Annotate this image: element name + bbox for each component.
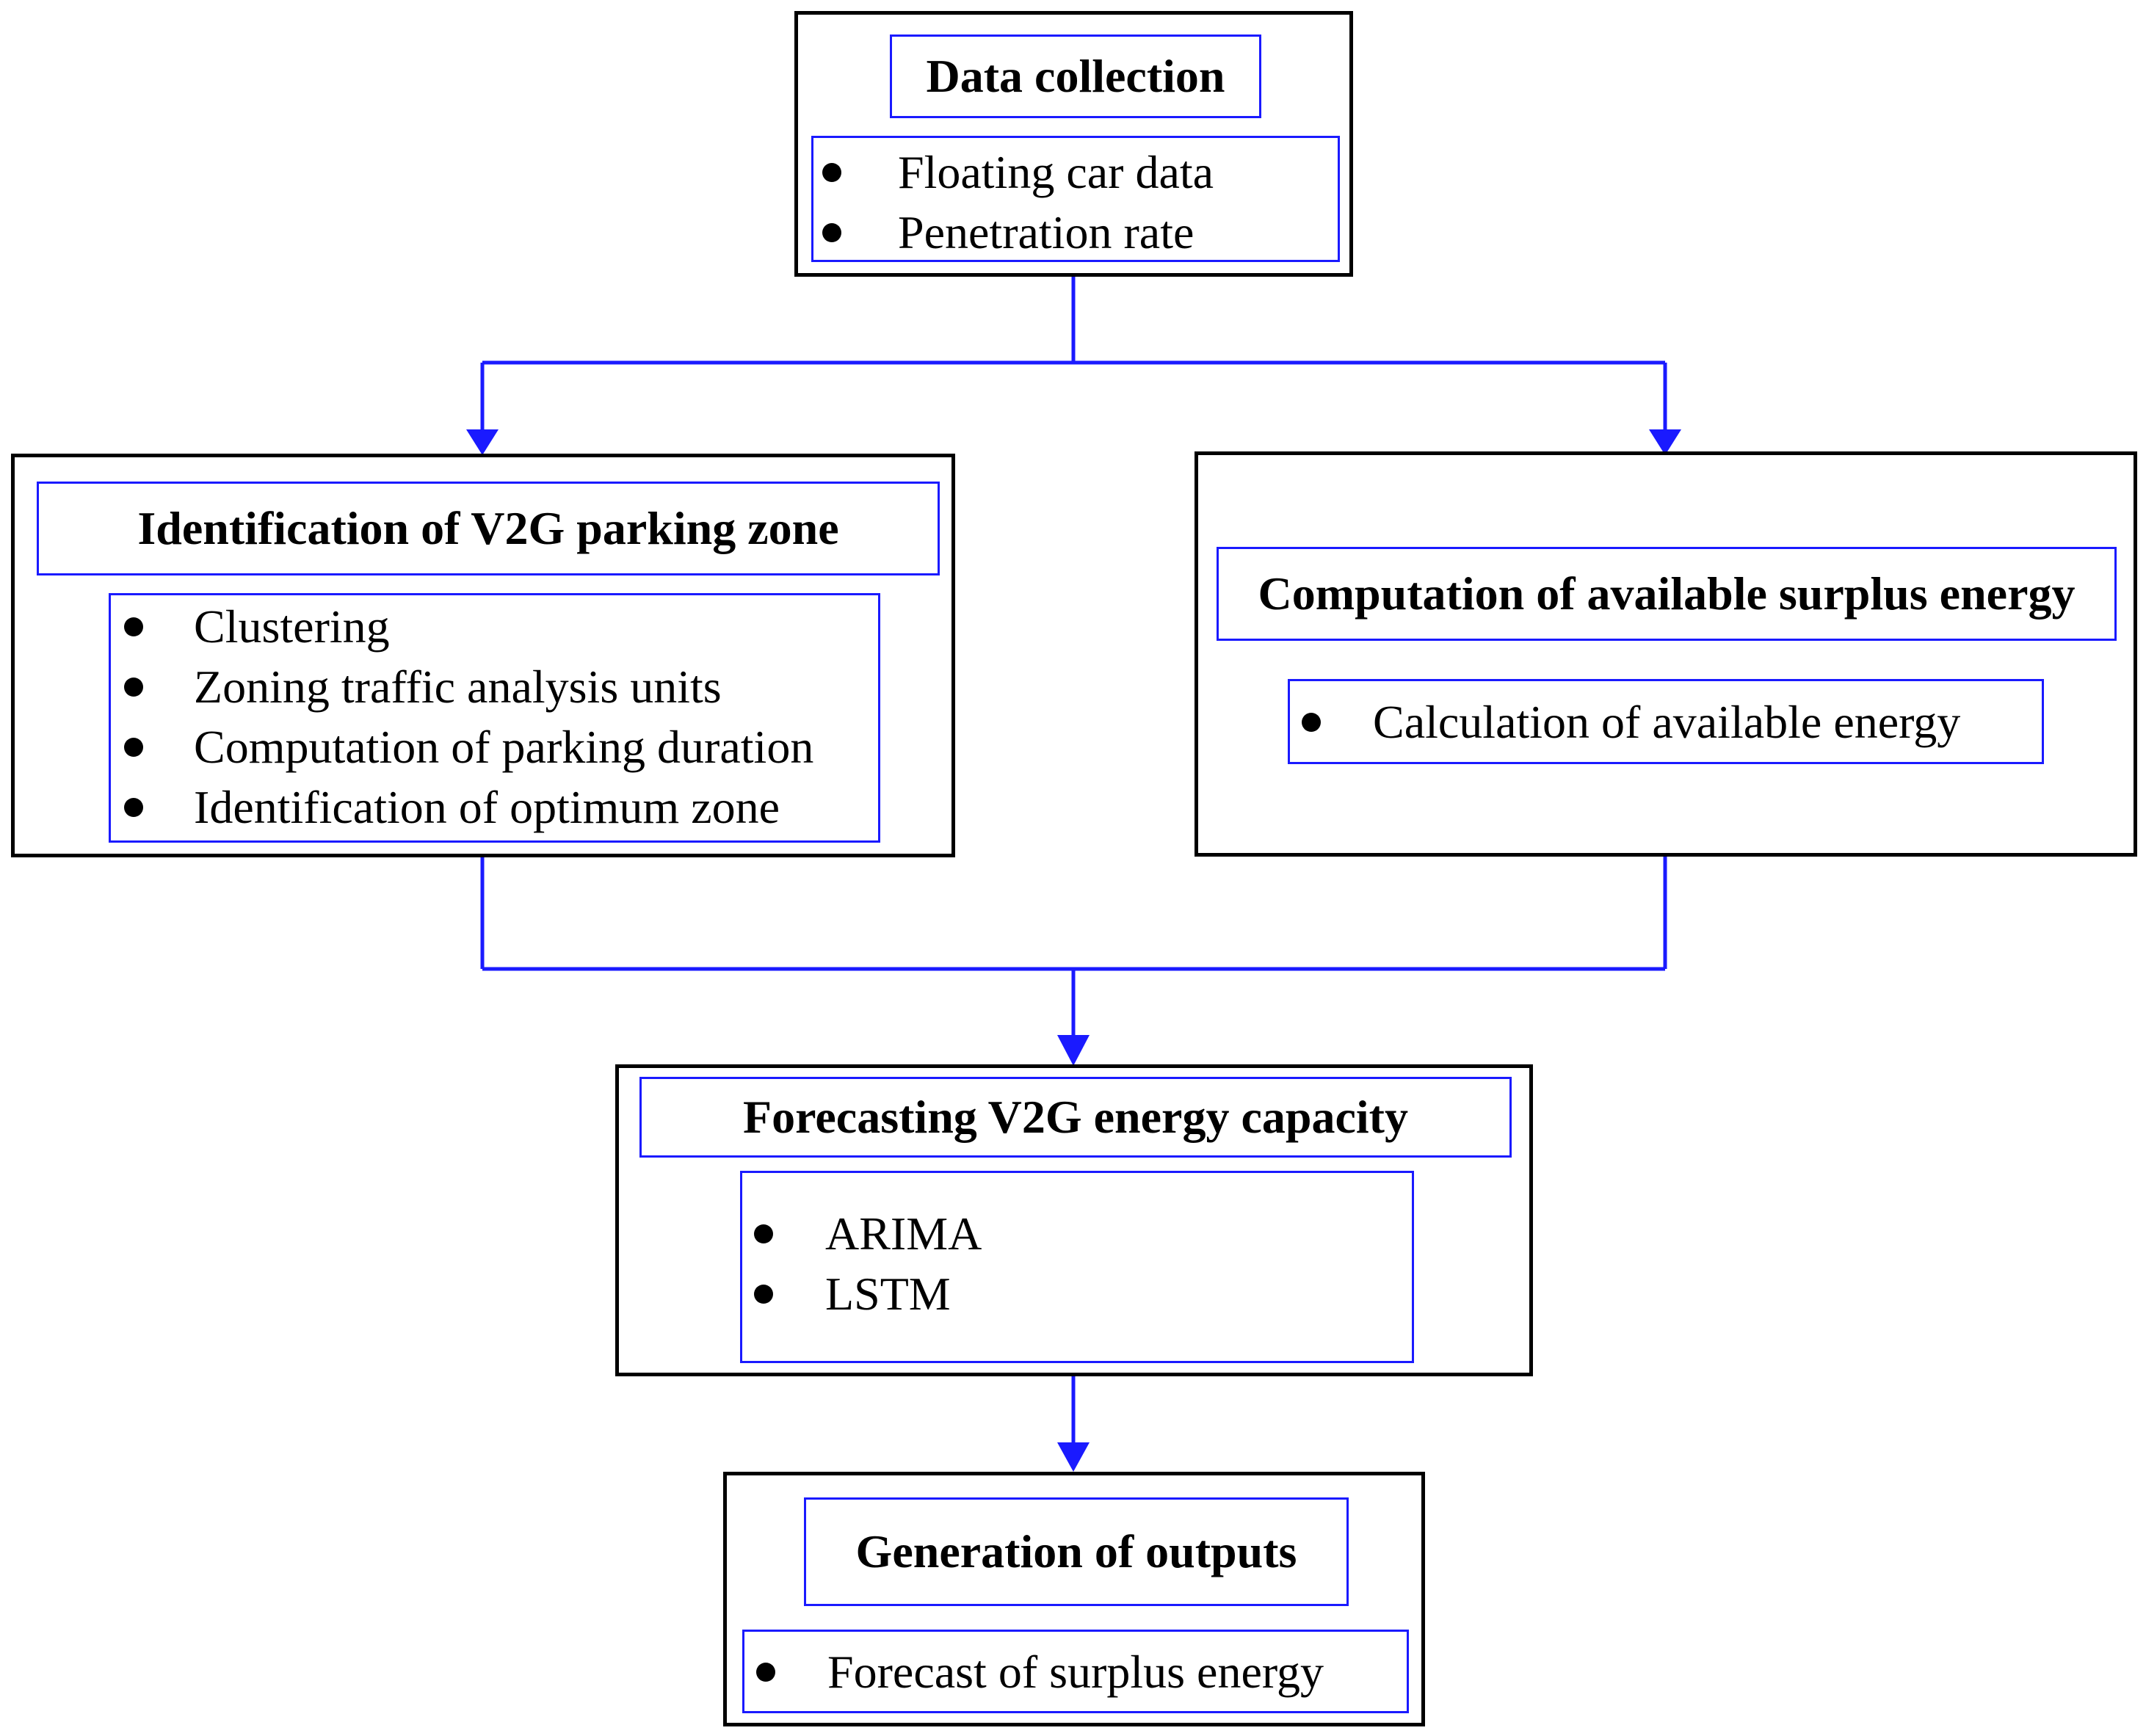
bullet-icon bbox=[756, 1663, 775, 1682]
forecasting-list: ARIMA LSTM bbox=[740, 1171, 1414, 1363]
bullet-icon bbox=[822, 163, 841, 182]
arrowhead-parking-zone bbox=[466, 429, 499, 455]
bullet-icon bbox=[754, 1224, 773, 1243]
parking-zone-box: Identification of V2G parking zone Clust… bbox=[11, 454, 955, 857]
bullet-icon bbox=[124, 738, 143, 757]
list-item: Computation of parking duration bbox=[111, 717, 878, 777]
parking-zone-list: Clustering Zoning traffic analysis units… bbox=[109, 593, 880, 843]
arrowhead-forecasting bbox=[1057, 1035, 1090, 1066]
bullet-icon bbox=[124, 798, 143, 817]
bullet-icon bbox=[124, 617, 143, 636]
surplus-energy-box: Computation of available surplus energy … bbox=[1195, 451, 2137, 857]
outputs-list: Forecast of surplus energy bbox=[742, 1630, 1409, 1713]
list-item: Identification of optimum zone bbox=[111, 777, 878, 838]
bullet-icon bbox=[754, 1285, 773, 1304]
bullet-icon bbox=[1302, 713, 1321, 732]
forecasting-title: Forecasting V2G energy capacity bbox=[639, 1077, 1512, 1158]
list-item: Floating car data bbox=[813, 142, 1338, 203]
data-collection-list: Floating car data Penetration rate bbox=[811, 136, 1340, 262]
arrowhead-outputs bbox=[1057, 1442, 1090, 1472]
data-collection-box: Data collection Floating car data Penetr… bbox=[794, 11, 1353, 277]
list-item: ARIMA bbox=[742, 1204, 1412, 1264]
outputs-box: Generation of outputs Forecast of surplu… bbox=[723, 1472, 1425, 1726]
parking-zone-title: Identification of V2G parking zone bbox=[37, 482, 940, 575]
list-item: Calculation of available energy bbox=[1290, 692, 2042, 752]
list-item: Zoning traffic analysis units bbox=[111, 657, 878, 717]
bullet-icon bbox=[124, 678, 143, 697]
bullet-icon bbox=[822, 223, 841, 242]
list-item: Forecast of surplus energy bbox=[744, 1642, 1407, 1702]
outputs-title: Generation of outputs bbox=[804, 1497, 1349, 1606]
arrowhead-surplus-energy bbox=[1649, 429, 1681, 455]
data-collection-title: Data collection bbox=[890, 34, 1261, 118]
forecasting-box: Forecasting V2G energy capacity ARIMA LS… bbox=[615, 1064, 1533, 1376]
list-item: Penetration rate bbox=[813, 203, 1338, 263]
list-item: Clustering bbox=[111, 597, 878, 657]
surplus-energy-list: Calculation of available energy bbox=[1288, 679, 2044, 764]
surplus-energy-title: Computation of available surplus energy bbox=[1217, 547, 2117, 641]
list-item: LSTM bbox=[742, 1264, 1412, 1324]
